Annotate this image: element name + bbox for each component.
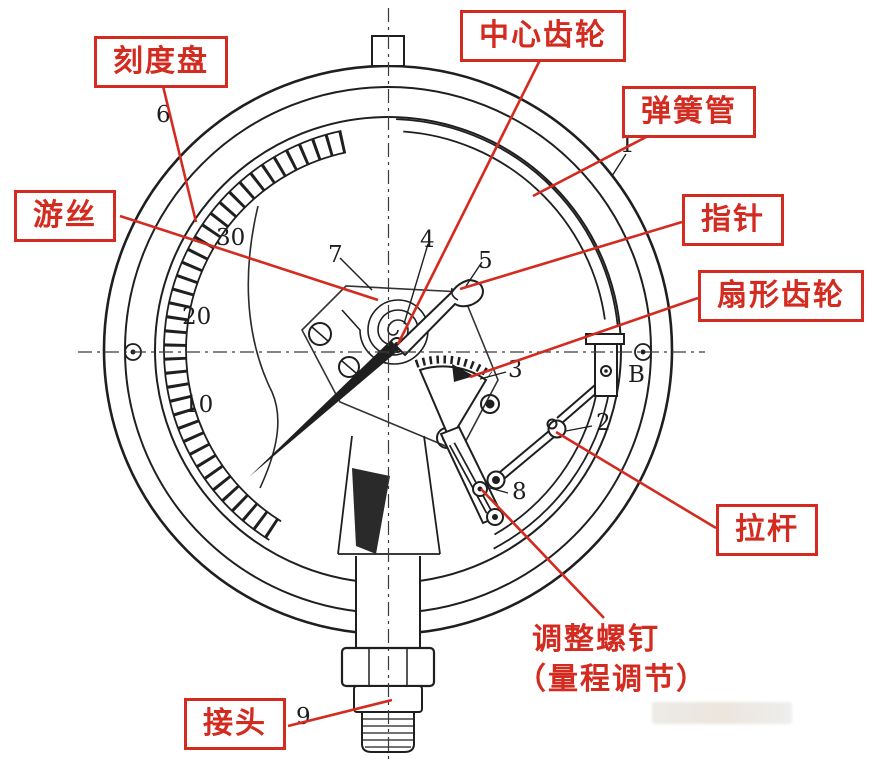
callout-joint: 接头 <box>184 698 286 750</box>
leader-center-gear <box>396 59 542 345</box>
leader-bourdon-tube <box>532 134 649 198</box>
sector-gear-shape <box>414 355 504 526</box>
callout-hairspring: 游丝 <box>14 190 116 242</box>
part-number-5: 5 <box>478 248 493 274</box>
leader-pointer <box>459 220 683 291</box>
pointer-needle <box>249 278 485 477</box>
callout-pull-rod: 拉杆 <box>716 504 818 556</box>
sector-gear-teeth <box>414 355 493 379</box>
part-number-9: 9 <box>296 704 311 730</box>
pointer-tail <box>394 278 485 357</box>
leader-hairspring <box>119 214 379 302</box>
part-number-leaders <box>339 153 627 494</box>
leader-pull-rod <box>555 430 717 530</box>
part-number-B: B <box>628 362 645 388</box>
part-number-7: 7 <box>328 242 343 268</box>
part-number-4: 4 <box>420 227 435 253</box>
gear-mesh-mark <box>452 364 474 382</box>
callout-adjust-screw-line1: 调整螺钉 <box>532 623 660 656</box>
bourdon-tube-arc <box>396 118 619 550</box>
bourdon-end-bracket <box>585 333 625 397</box>
callout-adjust-screw: 调整螺钉 （量程调节） <box>516 620 708 700</box>
scale-value-30: 30 <box>216 225 245 251</box>
scale-value-20: 20 <box>182 304 211 330</box>
leader-adjust-screw <box>480 488 605 619</box>
scale-band <box>163 130 347 541</box>
part-number-6: 6 <box>156 102 171 128</box>
scale-value-10: 10 <box>184 392 213 418</box>
callout-pointer: 指针 <box>682 194 784 246</box>
callout-adjust-screw-line2: （量程调节） <box>516 663 708 696</box>
leader-dial <box>161 85 198 223</box>
movement-plate <box>301 285 499 454</box>
watermark <box>652 702 792 724</box>
callout-sector-gear: 扇形齿轮 <box>698 270 864 322</box>
callout-leader-lines <box>119 59 717 728</box>
part-number-8: 8 <box>512 479 527 505</box>
threaded-connector <box>361 711 415 753</box>
callout-bourdon-tube: 弹簧管 <box>622 86 756 138</box>
leader-sector-gear <box>469 296 699 379</box>
part-number-2: 2 <box>596 410 611 436</box>
support-wedge <box>352 468 390 554</box>
pull-rod-shape <box>486 384 601 490</box>
leader-joint <box>287 698 393 728</box>
center-lines <box>78 8 705 760</box>
pointer-tip <box>249 340 399 477</box>
callout-center-gear: 中心齿轮 <box>460 10 626 62</box>
callout-dial: 刻度盘 <box>94 36 228 88</box>
dial-cut-edge <box>247 205 279 489</box>
part-number-1: 1 <box>620 132 635 158</box>
